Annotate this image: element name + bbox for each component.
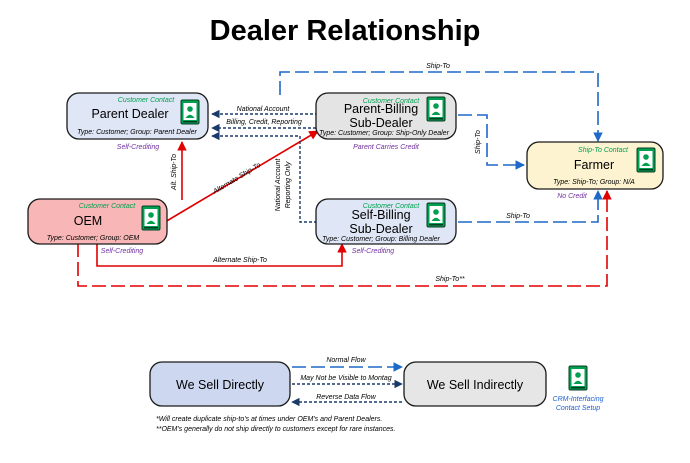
farmer-name: Farmer xyxy=(574,158,614,172)
parent-billing-contact-icon xyxy=(426,96,446,122)
edge-ship-to-star xyxy=(77,190,612,287)
footnote-1: *Will create duplicate ship-to's at time… xyxy=(156,416,382,423)
parent-dealer-contact-icon xyxy=(180,99,200,125)
edge-national-account-vertical xyxy=(211,131,317,223)
page-title: Dealer Relationship xyxy=(210,15,481,47)
edge-label-ship-to-self: Ship-To xyxy=(506,213,530,220)
self-billing-note: Self-Crediting xyxy=(352,248,395,255)
self-billing-type: Type: Customer; Group: Billing Dealer xyxy=(322,236,440,243)
edge-ship-to-self xyxy=(458,190,603,223)
edge-label-ship-to-star: Ship-To** xyxy=(435,276,465,283)
oem-contact-icon xyxy=(141,205,161,231)
edge-label-ship-to-right: Ship-To xyxy=(475,130,482,154)
legend-not-visible-label: May Not be Visible to Montag xyxy=(300,375,391,382)
parent-dealer-tag: Customer Contact xyxy=(118,97,175,104)
edge-label-alternate-ship-to-bottom: Alternate Ship-To xyxy=(212,257,267,264)
edge-label-alternate-ship-to-diag: Alternate Ship-To xyxy=(211,162,262,196)
self-billing-tag: Customer Contact xyxy=(363,203,420,210)
legend-direct-label: We Sell Directly xyxy=(176,378,265,392)
legend-indirect-box xyxy=(403,361,547,407)
farmer-tag: Ship-To Contact xyxy=(578,147,629,154)
edge-label-alt-ship-to: Alt. Ship-To xyxy=(171,154,178,191)
farmer-type: Type: Ship-To; Group: N/A xyxy=(553,179,635,186)
node-oem: Customer Contact OEM Type: Customer; Gro… xyxy=(27,198,168,245)
edge-alternate-ship-to-bottom xyxy=(96,243,347,267)
oem-name: OEM xyxy=(74,214,102,228)
parent-dealer-note: Self-Crediting xyxy=(117,144,160,151)
footnote-2: **OEM's generally do not ship directly t… xyxy=(156,426,395,433)
self-billing-name-line1: Self-Billing xyxy=(351,208,410,222)
node-parent-dealer: Customer Contact Parent Dealer Type: Cus… xyxy=(66,92,209,140)
edge-label-billing-credit: Billing, Credit, Reporting xyxy=(226,119,302,126)
legend-contact-icon xyxy=(568,365,588,391)
legend-icon-caption-1: CRM-Interfacing xyxy=(553,396,604,403)
edge-alternate-ship-to-diag xyxy=(164,130,319,223)
legend-normal-flow-label: Normal Flow xyxy=(326,357,366,364)
oem-type: Type: Customer; Group: OEM xyxy=(47,235,140,242)
oem-note: Self-Crediting xyxy=(101,248,144,255)
self-billing-name-line2: Sub-Dealer xyxy=(349,222,412,236)
legend: We Sell Directly We Sell Indirectly Norm… xyxy=(149,357,604,412)
parent-dealer-type: Type: Customer; Group: Parent Dealer xyxy=(77,129,197,136)
parent-billing-type: Type: Customer; Group: Ship-Only Dealer xyxy=(319,130,449,137)
parent-billing-tag: Customer Contact xyxy=(363,98,420,105)
parent-dealer-name: Parent Dealer xyxy=(91,107,168,121)
node-self-billing-sub-dealer: Customer Contact Self-Billing Sub-Dealer… xyxy=(315,198,457,245)
oem-tag: Customer Contact xyxy=(79,203,136,210)
edge-ship-to-top xyxy=(279,71,603,142)
legend-direct-box xyxy=(149,361,291,407)
farmer-contact-icon xyxy=(636,147,656,173)
edge-label-ship-to-top: Ship-To xyxy=(426,63,450,70)
edge-label-national-account-vertical-2: Reporting Only xyxy=(285,161,292,208)
node-farmer: Ship-To Contact Farmer Type: Ship-To; Gr… xyxy=(526,141,664,190)
farmer-note: No Credit xyxy=(557,193,588,200)
node-parent-billing-sub-dealer: Customer Contact Parent-Billing Sub-Deal… xyxy=(315,92,457,140)
legend-icon-caption-2: Contact Setup xyxy=(556,405,600,412)
parent-billing-note: Parent Carries Credit xyxy=(353,144,420,151)
legend-reverse-flow-label: Reverse Data Flow xyxy=(316,394,376,401)
edge-label-national-account: National Account xyxy=(237,106,291,113)
self-billing-contact-icon xyxy=(426,202,446,228)
edge-label-national-account-vertical-1: National Account xyxy=(275,158,282,212)
parent-billing-name-line2: Sub-Dealer xyxy=(349,116,412,130)
legend-indirect-label: We Sell Indirectly xyxy=(427,378,524,392)
edge-ship-to-right xyxy=(458,114,525,170)
parent-billing-name-line1: Parent-Billing xyxy=(344,102,418,116)
